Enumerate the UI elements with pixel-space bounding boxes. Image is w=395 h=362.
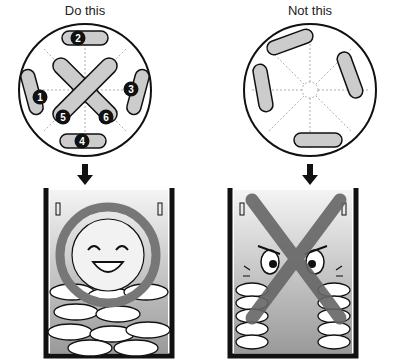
callout-number: 2 — [71, 31, 86, 46]
good-container — [46, 188, 172, 356]
down-arrow — [77, 164, 318, 185]
heading: Do this — [65, 3, 105, 18]
callout-number: 3 — [124, 82, 139, 97]
bad-loading-top — [244, 24, 376, 156]
callout-number: 4 — [75, 134, 90, 149]
bad-container — [230, 188, 356, 356]
heading: Not this — [288, 3, 332, 18]
callout-number: 1 — [33, 90, 48, 105]
callout-number: 5 — [56, 110, 71, 125]
callout-number: 6 — [99, 110, 114, 125]
good-loading-top — [19, 24, 151, 156]
